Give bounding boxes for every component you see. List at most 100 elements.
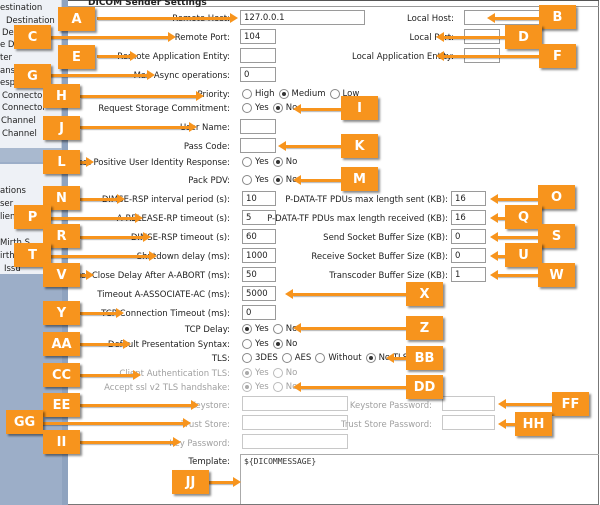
radio-button[interactable] <box>272 382 283 392</box>
radio-button-selected[interactable] <box>278 89 289 99</box>
tls-without-option[interactable]: Without <box>315 353 362 363</box>
radio-button-selected[interactable] <box>242 382 252 392</box>
priority-high-option[interactable]: High <box>242 89 275 99</box>
callout-badge-cc: CC <box>43 363 80 387</box>
radio-button-selected[interactable] <box>272 103 283 113</box>
radio-button[interactable] <box>329 89 340 99</box>
radio-button[interactable] <box>242 175 252 185</box>
sidebar-item[interactable]: e De <box>0 40 20 50</box>
radio-button-selected[interactable] <box>272 157 283 167</box>
radio-button[interactable] <box>272 324 283 334</box>
callout-arrow <box>293 175 345 185</box>
sidebar-item[interactable]: Issu <box>4 264 21 274</box>
radio-button[interactable] <box>242 157 252 167</box>
sidebar-item[interactable]: Connector <box>2 91 46 101</box>
radio-button-selected[interactable] <box>272 175 283 185</box>
radio-button-selected[interactable] <box>272 339 283 349</box>
radio-button[interactable] <box>242 89 252 99</box>
radio-button-selected[interactable] <box>365 353 376 363</box>
sidebar-item[interactable]: espo <box>0 78 21 88</box>
sidebar-item[interactable]: Destination <box>6 16 55 26</box>
remote-host-input[interactable]: 127.0.0.1 <box>240 10 365 25</box>
pack-pdv-yes-option[interactable]: Yes <box>242 175 269 185</box>
pdata-sent-input[interactable]: 16 <box>451 191 486 206</box>
socket-close-delay-input[interactable]: 50 <box>242 267 276 282</box>
pack-pdv-no-option[interactable]: No <box>272 175 297 185</box>
tcp-delay-no-option[interactable]: No <box>272 324 297 334</box>
pdata-received-input[interactable]: 16 <box>451 210 486 225</box>
callout-badge-q: Q <box>505 205 542 229</box>
callout-arrow <box>436 32 508 42</box>
local-port-label: Local Port: <box>409 33 454 43</box>
radio-button[interactable] <box>242 103 252 113</box>
transcoder-buffer-input[interactable]: 1 <box>451 267 486 282</box>
callout-badge-k: K <box>341 134 378 158</box>
shutdown-delay-input[interactable]: 1000 <box>242 248 276 263</box>
client-auth-no-option[interactable]: No <box>272 368 297 378</box>
ssl-v2-no-option[interactable]: No <box>272 382 297 392</box>
tls-aes-option[interactable]: AES <box>281 353 311 363</box>
sidebar-item[interactable]: Connector <box>2 103 46 113</box>
radio-button-selected[interactable] <box>242 324 252 334</box>
dimse-rsp-interval-input[interactable]: 10 <box>242 191 276 206</box>
keystore-input[interactable] <box>242 396 348 411</box>
default-syntax-no-option[interactable]: No <box>272 339 297 349</box>
sidebar-item[interactable]: ansf <box>0 66 19 76</box>
priority-medium-option[interactable]: Medium <box>278 89 326 99</box>
sidebar-item[interactable]: lien <box>0 212 16 222</box>
sidebar-splitter[interactable] <box>62 0 68 505</box>
radio-button[interactable] <box>281 353 292 363</box>
callout-arrow <box>80 400 199 410</box>
sidebar-item[interactable]: irth <box>0 251 15 261</box>
priority-low-option[interactable]: Low <box>329 89 360 99</box>
storage-commitment-no-option[interactable]: No <box>272 103 297 113</box>
remote-port-input[interactable]: 104 <box>240 29 276 44</box>
callout-badge-ff: FF <box>552 392 589 416</box>
radio-button-selected[interactable] <box>242 368 252 378</box>
sidebar-item[interactable]: Channel <box>1 116 36 126</box>
key-password-input[interactable] <box>242 434 348 449</box>
radio-button[interactable] <box>242 353 252 363</box>
pass-code-input[interactable] <box>240 138 276 153</box>
radio-button[interactable] <box>272 368 283 378</box>
callout-arrow <box>293 104 345 114</box>
pdata-sent-label: P-DATA-TF PDUs max length sent (KB): <box>285 195 448 205</box>
a-release-timeout-label: A-RELEASE-RP timeout (s): <box>116 214 230 224</box>
max-async-input[interactable]: 0 <box>240 67 276 82</box>
send-buffer-input[interactable]: 0 <box>451 229 486 244</box>
template-textarea[interactable]: ${DICOMMESSAGE} <box>240 454 599 504</box>
option-label: Low <box>342 89 360 99</box>
option-label: Yes <box>255 368 269 378</box>
dimse-rsp-timeout-input[interactable]: 60 <box>242 229 276 244</box>
tcp-delay-yes-option[interactable]: Yes <box>242 324 269 334</box>
radio-button[interactable] <box>315 353 326 363</box>
option-label: Without <box>328 353 362 363</box>
panel-title: DICOM Sender Settings <box>88 0 207 8</box>
receive-buffer-input[interactable]: 0 <box>451 248 486 263</box>
default-syntax-yes-option[interactable]: Yes <box>242 339 269 349</box>
callout-arrow <box>80 437 181 447</box>
sidebar-item[interactable]: ter <box>0 53 13 63</box>
callout-arrow <box>293 382 407 392</box>
radio-button[interactable] <box>242 339 252 349</box>
ssl-v2-yes-option[interactable]: Yes <box>242 382 269 392</box>
sidebar-item[interactable]: Channel <box>2 129 37 139</box>
sidebar-item[interactable]: estination <box>0 3 43 13</box>
associate-timeout-input[interactable]: 5000 <box>242 286 276 301</box>
tcp-connection-timeout-input[interactable]: 0 <box>242 305 276 320</box>
trust-store-password-input[interactable] <box>442 415 495 430</box>
positive-identity-yes-option[interactable]: Yes <box>242 157 269 167</box>
sidebar-item[interactable]: ser <box>0 199 14 209</box>
sidebar-item[interactable]: Dest <box>2 28 22 38</box>
client-auth-yes-option[interactable]: Yes <box>242 368 269 378</box>
a-release-timeout-input[interactable]: 5 <box>242 210 276 225</box>
storage-commitment-yes-option[interactable]: Yes <box>242 103 269 113</box>
sidebar-item[interactable]: ations <box>0 186 26 196</box>
remote-ae-input[interactable] <box>240 48 276 63</box>
remote-port-label: Remote Port: <box>174 33 230 43</box>
keystore-password-input[interactable] <box>442 396 495 411</box>
trust-store-input[interactable] <box>242 415 348 430</box>
tls-3des-option[interactable]: 3DES <box>242 353 278 363</box>
user-name-input[interactable] <box>240 119 276 134</box>
positive-identity-no-option[interactable]: No <box>272 157 297 167</box>
